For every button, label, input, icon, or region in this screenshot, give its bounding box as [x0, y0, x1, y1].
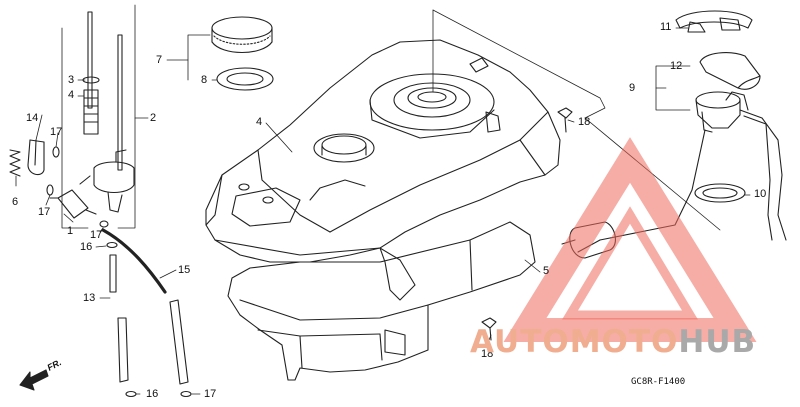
callout-14: 14: [26, 112, 39, 124]
callout-15: 15: [178, 264, 191, 276]
fuel-tube-15: [101, 228, 189, 385]
callout-16-bottom: 16: [146, 388, 159, 400]
callout-5: 5: [543, 265, 550, 277]
pump-gasket: [694, 183, 746, 203]
pump-mount-area: [369, 57, 501, 139]
callout-9: 9: [629, 82, 636, 94]
pump-cover: [699, 52, 761, 90]
watermark-part2: HUB: [678, 324, 757, 360]
callout-8: 8: [201, 74, 208, 86]
callout-3: 3: [68, 74, 75, 86]
diagram-code: GC8R-F1400: [631, 377, 686, 387]
watermark-part1: AUTOMOTO: [470, 324, 679, 360]
clip-17-bottom: [180, 390, 192, 398]
callout-11: 11: [660, 21, 672, 33]
clip-16-top: [106, 241, 118, 249]
fuel-tank-upper-body: [205, 39, 561, 301]
callout-17-upper: 17: [50, 126, 63, 138]
callout-1: 1: [67, 225, 74, 237]
fuel-filter: [49, 189, 97, 219]
callout-6: 6: [12, 196, 19, 208]
callout-13: 13: [83, 292, 96, 304]
leader-lines: [15, 4, 751, 395]
pump-set-ring: [675, 10, 753, 33]
clip-16-bottom: [125, 390, 137, 398]
bolt-18-bottom: [481, 317, 497, 341]
callout-16-top: 16: [80, 241, 93, 253]
fuel-pump-assembly: [561, 91, 787, 259]
callout-18-top: 18: [578, 116, 591, 128]
fuel-tube-bent: [27, 139, 45, 176]
callout-7: 7: [156, 54, 163, 66]
callout-17-bottom: 17: [204, 388, 217, 400]
front-arrow-icon: [19, 369, 49, 391]
callout-4-valve: 4: [68, 89, 75, 101]
watermark-wordmark: AUTOMOTOHUB: [470, 325, 756, 359]
fuel-tube-13: [109, 254, 129, 383]
callout-17-mid: 17: [90, 229, 103, 241]
filler-cap: [211, 16, 273, 53]
callout-2: 2: [150, 112, 157, 124]
spring: [9, 149, 21, 177]
filler-neck: [313, 133, 375, 163]
fuel-tank-lower-shell: [227, 221, 536, 381]
bolt-18-top: [557, 107, 573, 133]
callout-10: 10: [754, 188, 767, 200]
callout-18-bottom: 18: [481, 348, 494, 360]
cap-gasket: [216, 67, 274, 91]
callout-17-left: 17: [38, 206, 51, 218]
fuel-valve-assembly: [79, 11, 135, 213]
watermark-logo-icon: [503, 137, 757, 342]
callout-4-tank: 4: [256, 116, 263, 128]
callout-12: 12: [670, 60, 683, 72]
